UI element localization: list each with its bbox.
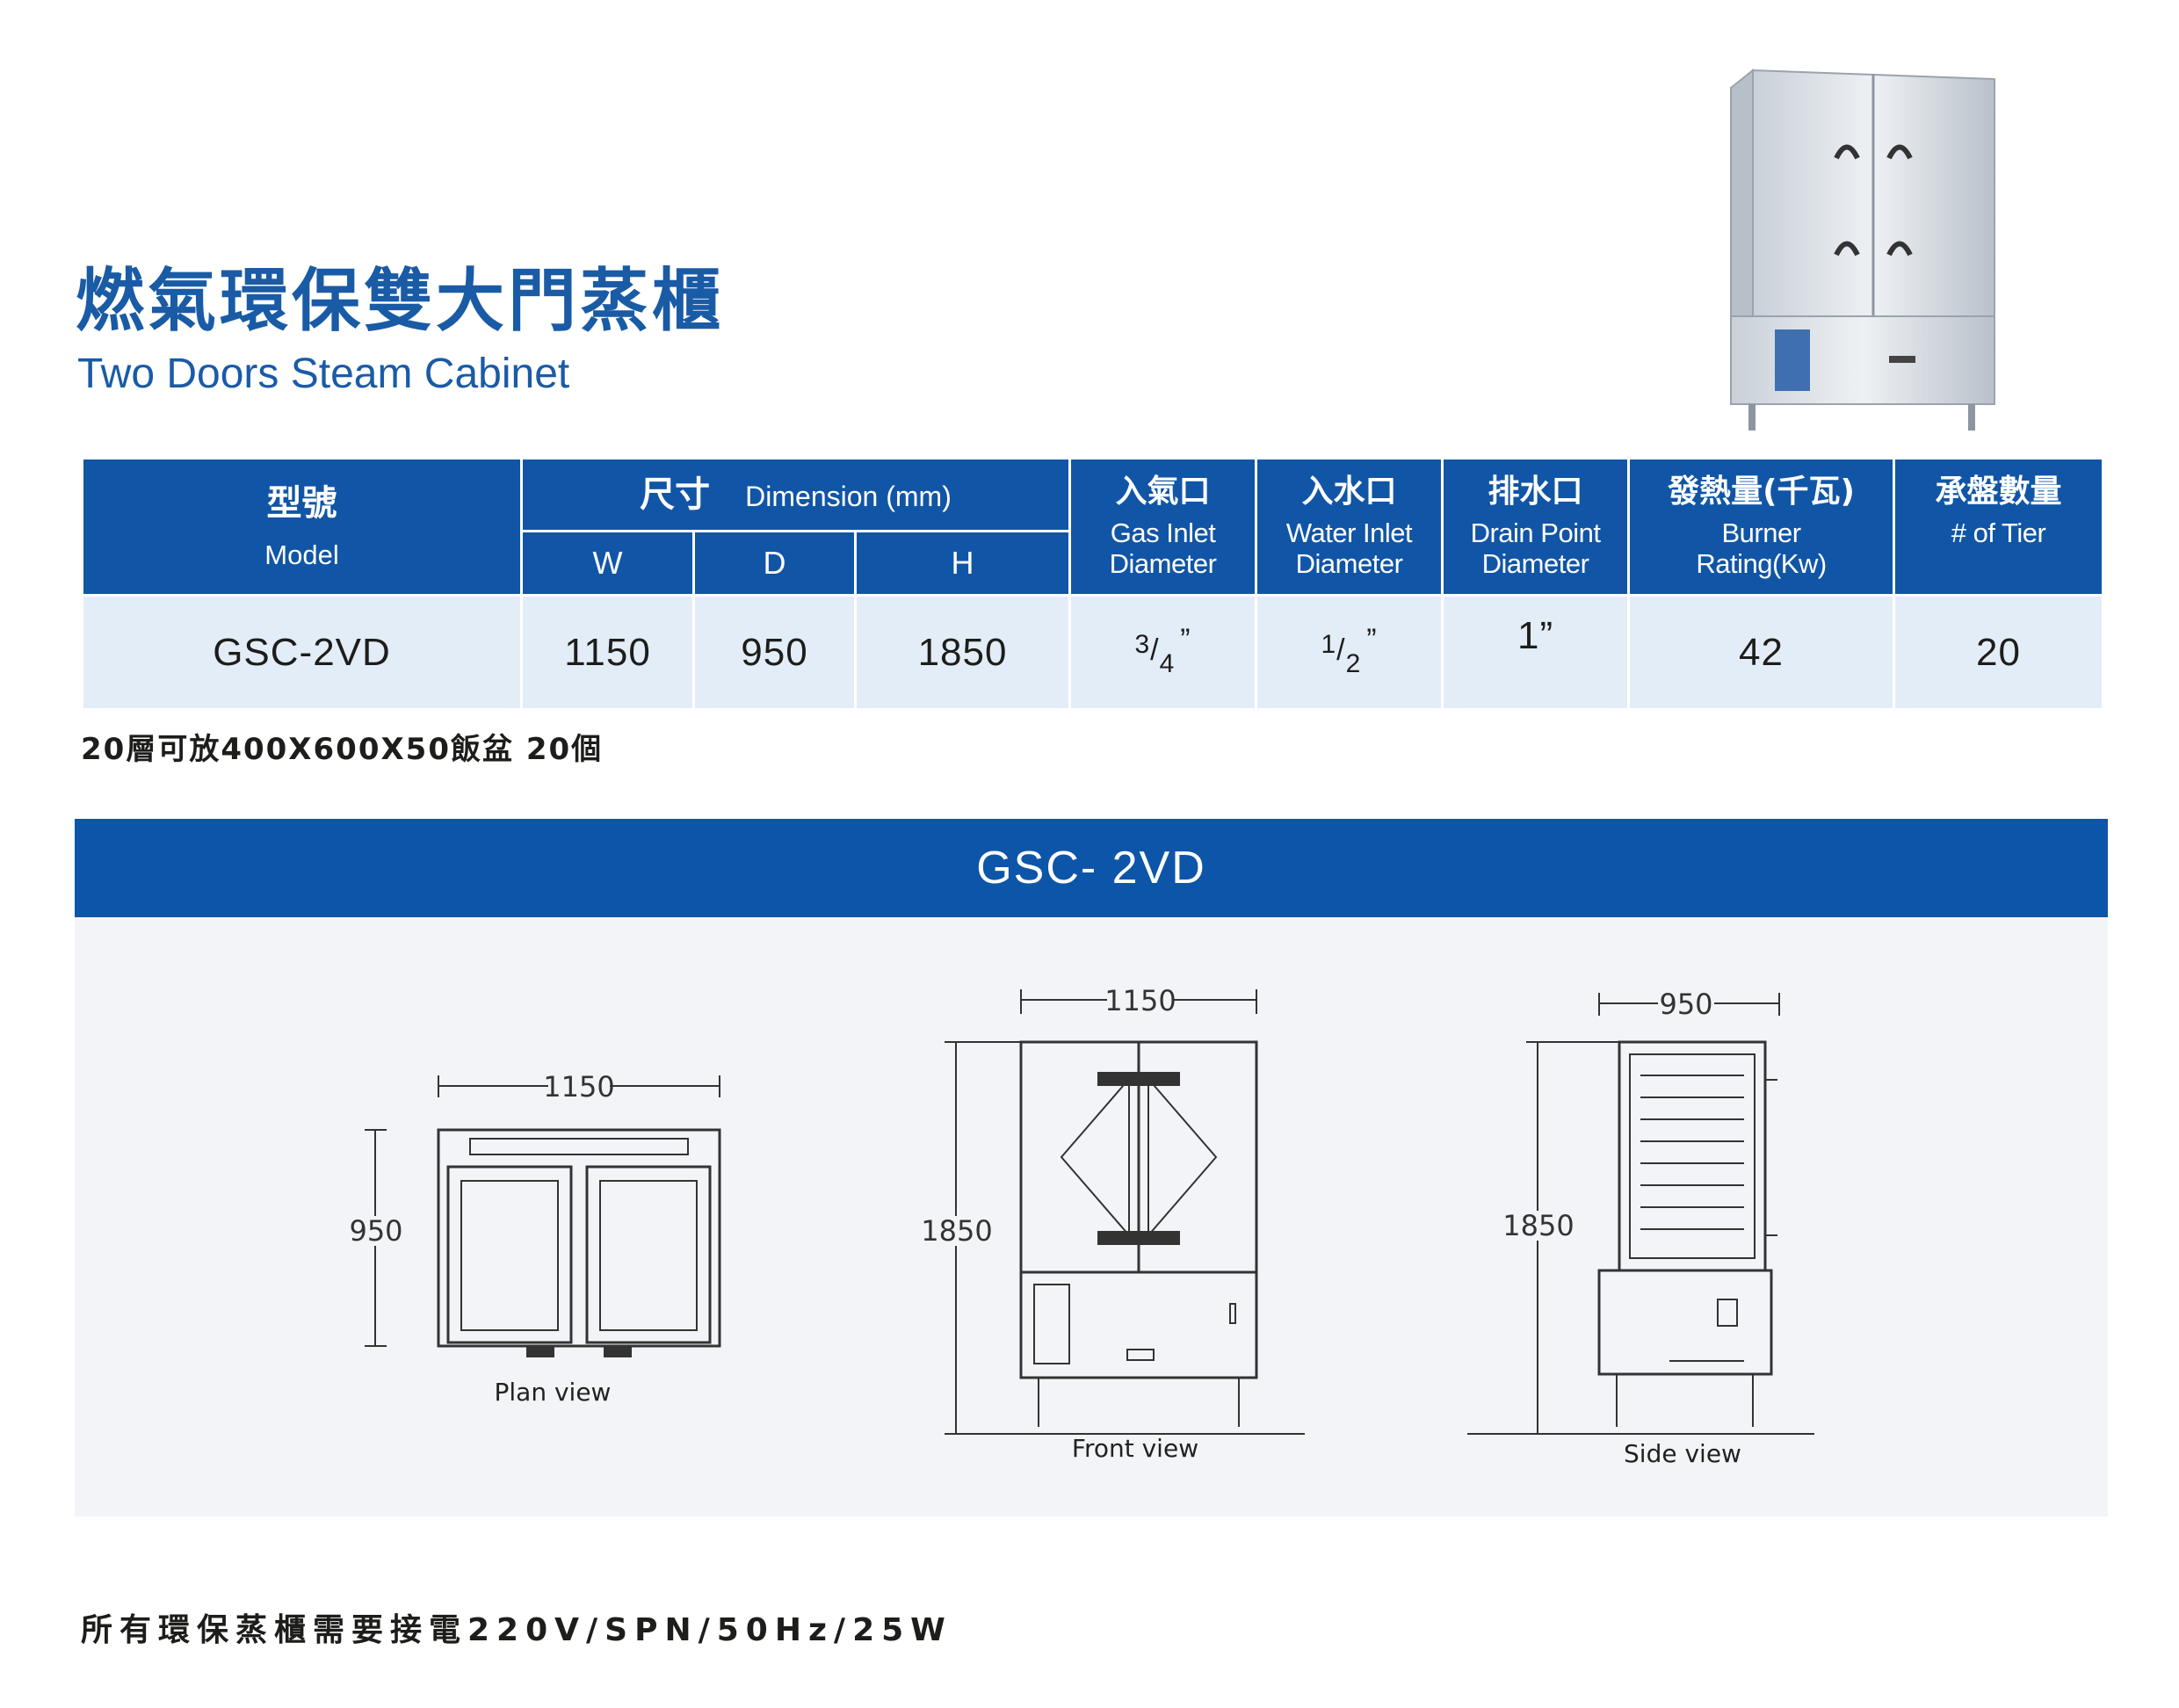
front-view-drawing bbox=[945, 989, 1305, 1435]
cell-model: GSC-2VD bbox=[81, 594, 523, 711]
product-title-cn: 燃氣環保雙大門蒸櫃 bbox=[76, 262, 725, 341]
front-width-label: 1150 bbox=[1104, 984, 1176, 1017]
side-view-drawing bbox=[1467, 993, 1814, 1435]
plan-width-label: 1150 bbox=[543, 1070, 614, 1104]
table-row: GSC-2VD 1150 950 1850 3/4” 1/2” 1” 42 20 bbox=[81, 594, 2105, 711]
power-note: 所有環保蒸櫃需要接電220V/SPN/50Hz/25W bbox=[81, 1612, 952, 1648]
front-height-label: 1850 bbox=[921, 1214, 992, 1248]
header-h: H bbox=[853, 530, 1072, 597]
plan-view-drawing bbox=[365, 1075, 721, 1357]
product-photo bbox=[1730, 68, 1995, 431]
cell-water-inlet: 1/2” bbox=[1255, 594, 1444, 711]
technical-drawings: 1150 950 Plan view 1150 1850 Front view … bbox=[349, 984, 1814, 1468]
header-model: 型號 Model bbox=[81, 457, 523, 597]
front-view-label: Front view bbox=[1072, 1434, 1198, 1463]
side-view-label: Side view bbox=[1624, 1439, 1741, 1468]
cell-h: 1850 bbox=[853, 594, 1072, 711]
drawing-title-band: GSC- 2VD bbox=[75, 819, 2108, 917]
cell-d: 950 bbox=[692, 594, 857, 711]
cell-gas-inlet: 3/4” bbox=[1068, 594, 1258, 711]
side-depth-label: 950 bbox=[1659, 988, 1712, 1021]
product-title-en: Two Doors Steam Cabinet bbox=[77, 351, 570, 397]
header-water-inlet: 入水口 Water Inlet Diameter bbox=[1255, 457, 1444, 597]
cell-w: 1150 bbox=[520, 594, 695, 711]
header-gas-inlet: 入氣口 Gas Inlet Diameter bbox=[1068, 457, 1258, 597]
header-drain-point: 排水口 Drain Point Diameter bbox=[1441, 457, 1631, 597]
header-burner-rating: 發熱量(千瓦) Burner Rating(Kw) bbox=[1627, 457, 1896, 597]
cell-burner-rating: 42 bbox=[1627, 594, 1896, 711]
header-d: D bbox=[692, 530, 857, 597]
capacity-note: 20層可放400X600X50飯盆 20個 bbox=[81, 732, 604, 767]
header-tier: 承盤數量 # of Tier bbox=[1893, 457, 2105, 597]
drawing-panel bbox=[75, 917, 2108, 1516]
side-height-label: 1850 bbox=[1502, 1209, 1574, 1242]
cell-drain-point: 1” bbox=[1441, 594, 1631, 711]
plan-depth-label: 950 bbox=[349, 1214, 402, 1248]
cell-tier: 20 bbox=[1893, 594, 2105, 711]
plan-view-label: Plan view bbox=[495, 1378, 612, 1407]
header-w: W bbox=[520, 530, 695, 597]
